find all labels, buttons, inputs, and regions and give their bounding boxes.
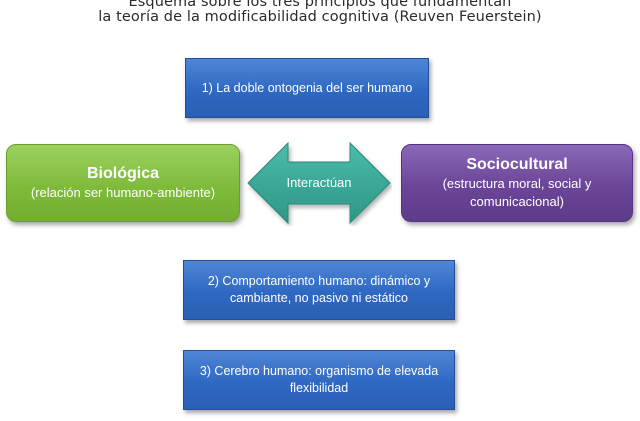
principle-1-box: 1) La doble ontogenia del ser humano [185, 58, 429, 118]
interactuan-arrow: Interactúan [246, 140, 392, 226]
diagram-title-line-2: la teoría de la modificabilidad cognitiv… [98, 9, 542, 25]
sociocultural-box: Sociocultural (estructura moral, social … [401, 144, 633, 222]
biologica-subtitle: (relación ser humano-ambiente) [30, 185, 216, 200]
principle-3-box: 3) Cerebro humano: organismo de elevada … [183, 350, 455, 410]
biologica-box: Biológica (relación ser humano-ambiente) [6, 144, 240, 222]
diagram-title-line-1: Esquema sobre los tres principios que fu… [128, 0, 512, 10]
sociocultural-subtitle: (estructura moral, social y comunicacion… [442, 176, 592, 209]
diagram-title: Esquema sobre los tres principios que fu… [0, 0, 640, 25]
principle-2-box: 2) Comportamiento humano: dinámico y cam… [183, 260, 455, 320]
sociocultural-title: Sociocultural [466, 156, 568, 173]
double-arrow-icon [247, 141, 391, 225]
biologica-title: Biológica [86, 165, 159, 182]
interactuan-label: Interactúan [286, 175, 352, 190]
